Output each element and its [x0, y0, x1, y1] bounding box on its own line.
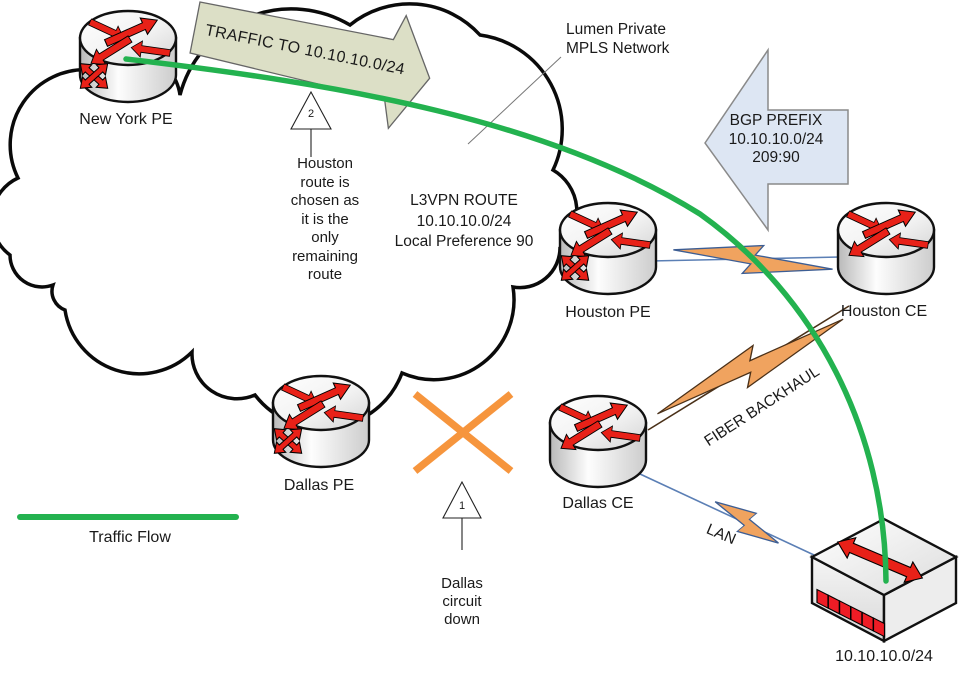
callout-2-number: 2	[307, 108, 315, 120]
router-dallas-ce	[550, 396, 646, 487]
switch-arrow-icon	[836, 536, 924, 584]
bgp-arrow-text: BGP PREFIX 10.10.10.0/24 209:90	[728, 112, 824, 167]
lan-switch	[809, 517, 959, 643]
link-lan	[639, 473, 815, 556]
callout-marker-1	[442, 480, 482, 550]
callout-marker-2	[290, 90, 332, 157]
circuit-down-x	[412, 391, 514, 474]
router-dallas-pe	[270, 376, 369, 467]
label-subnet: 10.10.10.0/24	[835, 648, 933, 665]
bgp-prefix-arrow	[704, 47, 849, 233]
legend-label: Traffic Flow	[89, 529, 171, 546]
cloud-label-pointer	[467, 56, 562, 145]
callout-1-number: 1	[458, 500, 466, 512]
callout-1-text: Dallas circuit down	[441, 575, 483, 628]
cloud-label: Lumen Private MPLS Network	[566, 21, 670, 57]
label-dallas-ce: Dallas CE	[562, 495, 634, 512]
callout-2-text: Houston route is chosen as it is the onl…	[290, 155, 360, 283]
router-houston-ce	[838, 203, 934, 294]
traffic-flow-curve	[123, 56, 889, 584]
label-houston-ce: Houston CE	[840, 303, 928, 320]
label-new-york-pe: New York PE	[79, 111, 173, 128]
router-houston-pe	[557, 203, 656, 294]
label-dallas-pe: Dallas PE	[283, 477, 355, 494]
l3vpn-route-note: L3VPN ROUTE 10.10.10.0/24 Local Preferen…	[394, 192, 534, 250]
switch-ports	[816, 588, 886, 638]
label-houston-pe: Houston PE	[565, 304, 651, 321]
